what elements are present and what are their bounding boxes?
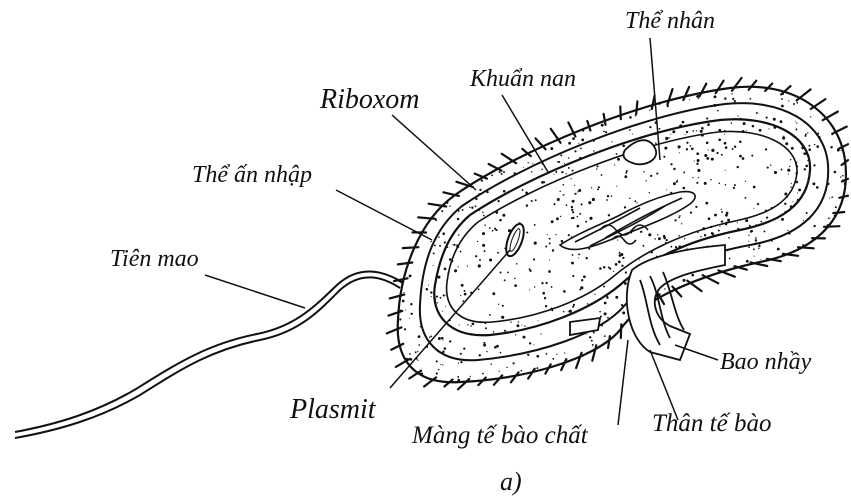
label-mang-te-bao-chat: Màng tế bào chất bbox=[411, 422, 589, 449]
label-tien-mao: Tiên mao bbox=[110, 246, 199, 272]
label-the-nhan: Thể nhân bbox=[625, 8, 715, 34]
label-the-an-nhap: Thể ấn nhập bbox=[192, 162, 312, 188]
label-riboxom: Riboxom bbox=[319, 84, 420, 115]
figure-caption: a) bbox=[500, 467, 522, 496]
label-than-te-bao: Thân tế bào bbox=[652, 410, 771, 437]
label-khuan-nan: Khuẩn nan bbox=[469, 66, 576, 92]
label-bao-nhay: Bao nhầy bbox=[720, 349, 812, 375]
label-plasmit: Plasmit bbox=[289, 394, 377, 425]
